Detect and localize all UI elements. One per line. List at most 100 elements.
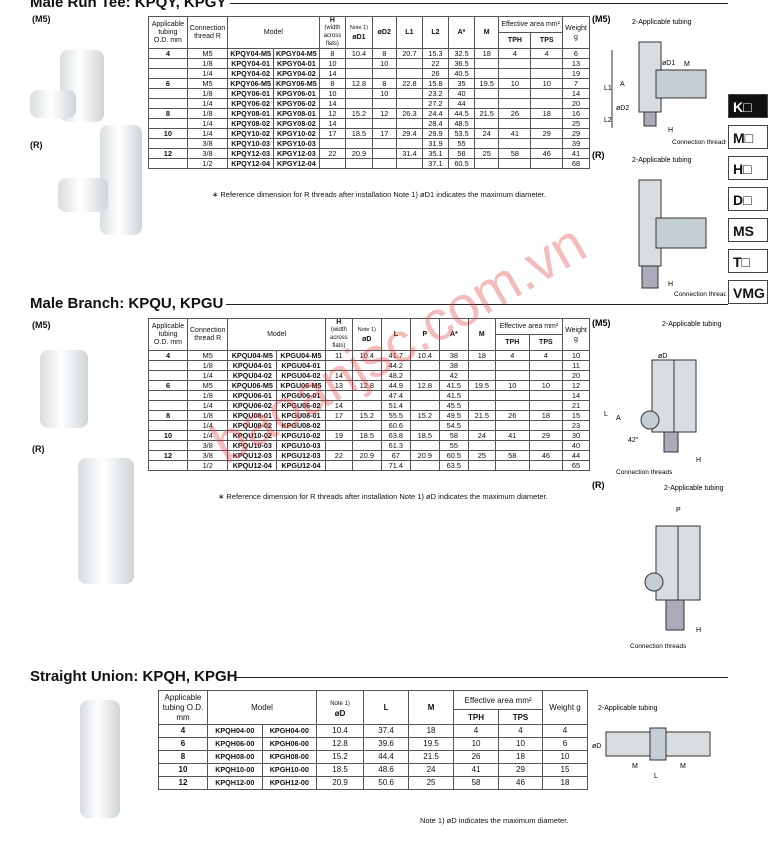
table-cell: 14 [318, 98, 347, 109]
table-cell: 7 [561, 78, 591, 89]
table-cell: 55.5 [380, 410, 411, 421]
tab-4[interactable]: MS [728, 218, 768, 242]
diagram-label-h-2: H [668, 281, 673, 288]
col-weight: Weight g [542, 690, 588, 725]
table-cell: 26 [498, 108, 532, 119]
table-cell [409, 390, 440, 401]
diagram-label-l: L [654, 773, 658, 780]
table-cell: 60.6 [380, 420, 411, 431]
table-cell: 60.5 [438, 450, 469, 461]
table-cell: 18 [408, 724, 455, 738]
table-cell [530, 158, 563, 169]
col-model: Model [227, 16, 320, 49]
table-cell [494, 460, 530, 471]
table-cell: KPGY04-01 [272, 58, 320, 69]
table-cell: 20.9 [409, 450, 440, 461]
table-cell: 1/4 [186, 128, 229, 139]
col-thread: Connection thread R [186, 318, 229, 351]
table-cell: 24 [467, 430, 496, 441]
tab-2[interactable]: H□ [728, 156, 768, 180]
table-cell [371, 148, 397, 159]
tab-6[interactable]: VMG [728, 280, 768, 304]
table-cell [494, 360, 530, 371]
table-cell: 29.9 [421, 128, 449, 139]
table-cell: 3/8 [186, 138, 229, 149]
col-effective-area: Effective area mm² [453, 690, 543, 710]
table-cell [409, 420, 440, 431]
table-cell [371, 118, 397, 129]
table-cell [395, 58, 423, 69]
table-cell: 6 [148, 78, 188, 89]
table-cell: 1/4 [186, 370, 229, 381]
table-cell [318, 138, 347, 149]
table-cell: 19.5 [408, 737, 455, 751]
branch-r-tube-right [677, 525, 701, 601]
table-cell: 18 [497, 750, 544, 764]
col-d1: Note 1)øD1 [345, 16, 373, 49]
table-cell: 6 [158, 737, 208, 751]
table-cell: 21.5 [474, 108, 500, 119]
diagram-label-m-left: M [632, 763, 638, 770]
table-cell [474, 118, 500, 129]
table-cell [395, 98, 423, 109]
table-cell: 31.9 [421, 138, 449, 149]
table-cell: 12 [158, 776, 208, 790]
col-tubing: Applicable tubing O.D. mm [148, 16, 188, 49]
table-cell: 26 [494, 410, 530, 421]
tab-3[interactable]: D□ [728, 187, 768, 211]
table-cell: 29 [497, 763, 544, 777]
table-cell: 12 [371, 108, 397, 119]
table-cell: 29 [528, 430, 564, 441]
table-cell: KPQH10-00 [207, 763, 263, 777]
table-cell: 14 [561, 88, 591, 99]
tee-r-body-branch [655, 217, 707, 249]
table-cell: 14 [318, 68, 347, 79]
table-cell: 58 [498, 148, 532, 159]
table-cell: 24 [408, 763, 455, 777]
diagram-label-m5: (M5) [592, 318, 611, 328]
table-cell: 45.5 [438, 400, 469, 411]
table-cell: 20.9 [316, 776, 365, 790]
tab-1[interactable]: M□ [728, 125, 768, 149]
table-cell: 36.5 [447, 58, 476, 69]
table-cell [395, 158, 423, 169]
table-cell: KPGY12-03 [272, 148, 320, 159]
table-cell: 25 [467, 450, 496, 461]
col-thread: Connection thread R [186, 16, 229, 49]
table-cell [474, 158, 500, 169]
union-footnote: Note 1) øD indicates the maximum diamete… [420, 816, 569, 825]
table-cell: 23.2 [421, 88, 449, 99]
table-cell [528, 460, 564, 471]
table-cell: KPGY08-01 [272, 108, 320, 119]
table-cell: 14 [562, 390, 590, 401]
table-cell [351, 460, 382, 471]
col-l1: L1 [395, 16, 423, 49]
col-tph: TPH [494, 334, 530, 351]
table-cell: 1/8 [186, 390, 229, 401]
table-cell [467, 460, 496, 471]
table-cell: 4 [158, 724, 208, 738]
table-cell: 8 [318, 78, 347, 89]
table-cell [474, 68, 500, 79]
tab-0[interactable]: K□ [728, 94, 768, 118]
table-cell: KPGY10-03 [272, 138, 320, 149]
table-cell: M5 [186, 380, 229, 391]
branch-tube-right [673, 359, 697, 433]
table-cell: 8 [148, 108, 188, 119]
table-cell: 12 [148, 450, 188, 461]
table-cell: 6 [561, 48, 591, 59]
table-cell: 10 [542, 750, 588, 764]
product-photo-kpqy-r-side [58, 178, 108, 212]
col-tph: TPH [498, 32, 532, 49]
tab-5[interactable]: T□ [728, 249, 768, 273]
table-cell [409, 460, 440, 471]
table-cell: 22 [324, 450, 353, 461]
table-cell: 21.5 [467, 410, 496, 421]
table-cell: 10 [318, 58, 347, 69]
